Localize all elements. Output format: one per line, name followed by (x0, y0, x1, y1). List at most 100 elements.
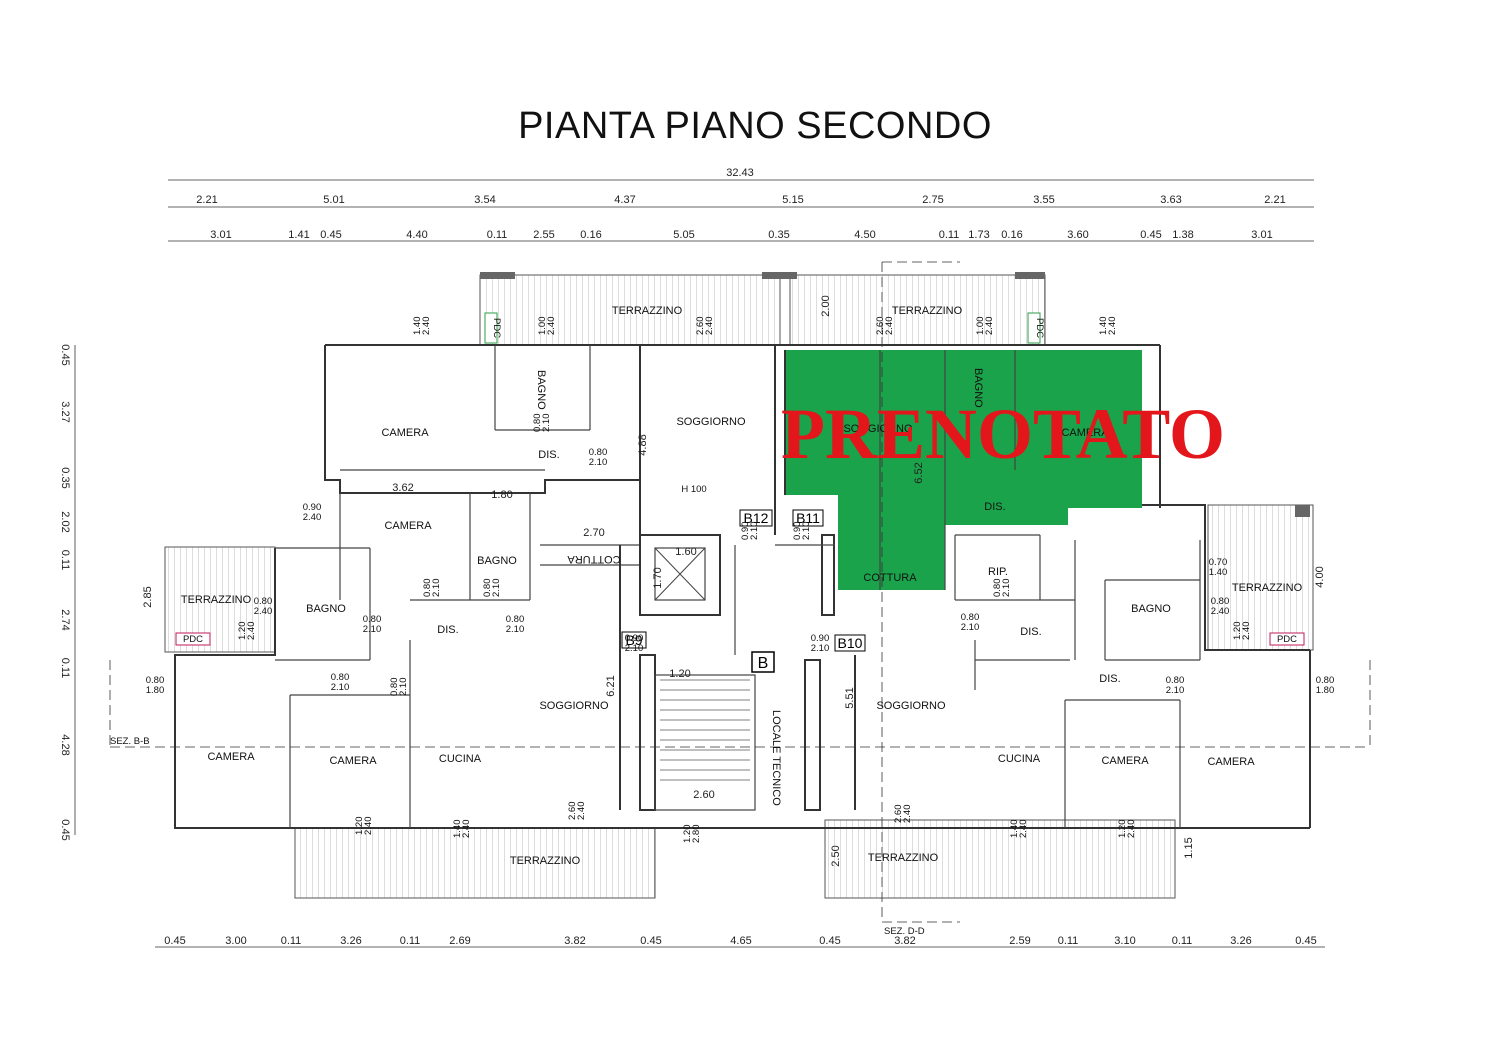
dim-inner-1: 2.00 (820, 295, 832, 316)
dim-bottom-6: 2.69 (449, 935, 470, 947)
tag-b11: B11 (796, 510, 820, 526)
opening-8-width: 0.80 (589, 447, 608, 458)
room-bagno-reserved: BAGNO (972, 368, 984, 408)
opening-35-width: 1.20 (1117, 820, 1128, 839)
room-cucina-1: CUCINA (439, 753, 482, 765)
dim-r3-17: 3.01 (1251, 229, 1272, 241)
opening-34-width: 1.40 (1009, 820, 1020, 839)
opening-22-height: 2.10 (398, 678, 409, 697)
dim-bottom-10: 0.45 (819, 935, 840, 947)
opening-15-height: 1.80 (146, 685, 165, 696)
room-rip: RIP. (988, 566, 1008, 578)
tag-b10: B10 (838, 635, 863, 651)
dim-inner-16: 2.60 (693, 789, 714, 801)
section-bb-label: SEZ. B-B (110, 736, 150, 747)
opening-11-width: 1.20 (237, 622, 248, 641)
h100-label: H 100 (681, 484, 706, 495)
section-dd-label: SEZ. D-D (884, 926, 925, 937)
opening-1-height: 2.40 (421, 317, 432, 336)
dim-r3-10: 4.50 (854, 229, 875, 241)
room-soggiorno-1: SOGGIORNO (676, 416, 746, 428)
opening-32-width: 1.20 (682, 825, 693, 844)
dim-r3-2: 1.41 (288, 229, 309, 241)
opening-34-height: 2.40 (1018, 820, 1029, 839)
room-terrazzino-right: TERRAZZINO (1232, 582, 1303, 594)
page-title: PIANTA PIANO SECONDO (518, 105, 992, 147)
opening-31-width: 2.60 (567, 802, 578, 821)
room-camera-5: CAMERA (1101, 755, 1149, 767)
dim-bottom-8: 0.45 (640, 935, 661, 947)
inner-dimensions: 2.00 4.88 6.52 6.21 5.51 2.85 4.00 2.50 … (142, 295, 1326, 866)
opening-14-width: 0.80 (482, 579, 493, 598)
room-terrazzino-top-left: TERRAZZINO (612, 305, 683, 317)
dim-r3-8: 5.05 (673, 229, 694, 241)
room-camera-3: CAMERA (207, 751, 255, 763)
opening-16-width: 0.80 (506, 614, 525, 625)
opening-9-width: 0.90 (303, 502, 322, 513)
dim-inner-5: 5.51 (844, 687, 856, 708)
tag-b9: B9 (625, 632, 642, 648)
opening-15-width: 0.80 (146, 675, 165, 686)
opening-25-width: 1.20 (1232, 622, 1243, 641)
dim-inner-13: 1.60 (675, 546, 696, 558)
room-camera-2: CAMERA (384, 520, 432, 532)
dim-inner-6: 2.85 (142, 586, 154, 607)
room-camera-6: CAMERA (1207, 756, 1255, 768)
pdc-label-left: PDC (183, 634, 203, 645)
opening-18-width: 0.90 (625, 633, 644, 644)
opening-30-width: 1.40 (452, 820, 463, 839)
opening-16-height: 2.10 (506, 624, 525, 635)
dim-bottom-17: 0.45 (1295, 935, 1316, 947)
dim-r3-5: 0.11 (487, 229, 508, 241)
dim-left-8: 4.28 (59, 734, 71, 755)
opening-28-height: 1.80 (1316, 685, 1335, 696)
dim-bottom-2: 3.00 (225, 935, 246, 947)
opening-2-height: 2.40 (546, 317, 557, 336)
opening-14-height: 2.10 (491, 579, 502, 598)
dim-r3-7: 0.16 (580, 229, 601, 241)
opening-32-height: 2.80 (691, 825, 702, 844)
room-cucina-2: CUCINA (998, 753, 1041, 765)
dim-bottom-13: 0.11 (1058, 935, 1079, 947)
room-cottura-reserved: COTTURA (863, 572, 917, 584)
opening-17-width: 0.80 (331, 672, 350, 683)
opening-10-width: 0.80 (254, 596, 273, 607)
dim-r3-12: 1.73 (968, 229, 989, 241)
room-bagno-3: BAGNO (1131, 603, 1171, 615)
opening-23-height: 1.40 (1209, 567, 1228, 578)
dim-inner-3: 6.52 (913, 462, 925, 483)
pdc-label-top-left: PDC (491, 318, 502, 338)
opening-26-width: 0.80 (961, 612, 980, 623)
dim-r3-11: 0.11 (939, 229, 960, 241)
opening-35-height: 2.40 (1126, 820, 1137, 839)
dim-inner-2: 4.88 (637, 434, 649, 455)
dim-inner-10: 3.62 (392, 482, 413, 494)
opening-3-width: 2.60 (695, 317, 706, 336)
dim-bottom-16: 3.26 (1230, 935, 1251, 947)
dim-r3-16: 1.38 (1172, 229, 1193, 241)
dim-top-6: 2.75 (922, 194, 943, 206)
opening-22-width: 0.80 (389, 678, 400, 697)
opening-28-width: 0.80 (1316, 675, 1335, 686)
room-locale-tecnico: LOCALE TECNICO (770, 710, 782, 806)
room-camera-1: CAMERA (381, 427, 429, 439)
room-soggiorno-2: SOGGIORNO (539, 700, 609, 712)
opening-4-width: 2.60 (875, 317, 886, 336)
room-labels: TERRAZZINO TERRAZZINO CAMERA DIS. SOGGIO… (181, 305, 1303, 867)
opening-17-height: 2.10 (331, 682, 350, 693)
dim-r3-3: 0.45 (320, 229, 341, 241)
opening-8-height: 2.10 (589, 457, 608, 468)
dim-left-4: 2.02 (59, 511, 71, 532)
left-dimension-lines: 0.45 3.27 0.35 2.02 0.11 2.74 0.11 4.28 … (59, 344, 76, 841)
dim-bottom-12: 2.59 (1009, 935, 1030, 947)
room-camera-reserved: CAMERA (1061, 427, 1109, 439)
dim-inner-7: 4.00 (1314, 566, 1326, 587)
reserved-unit (785, 350, 1142, 590)
dim-inner-9: 1.15 (1183, 837, 1195, 858)
room-cottura-1: COTTURA (567, 553, 621, 565)
opening-13-width: 0.80 (422, 579, 433, 598)
room-dis-reserved: DIS. (984, 501, 1005, 513)
opening-24-height: 2.40 (1211, 606, 1230, 617)
